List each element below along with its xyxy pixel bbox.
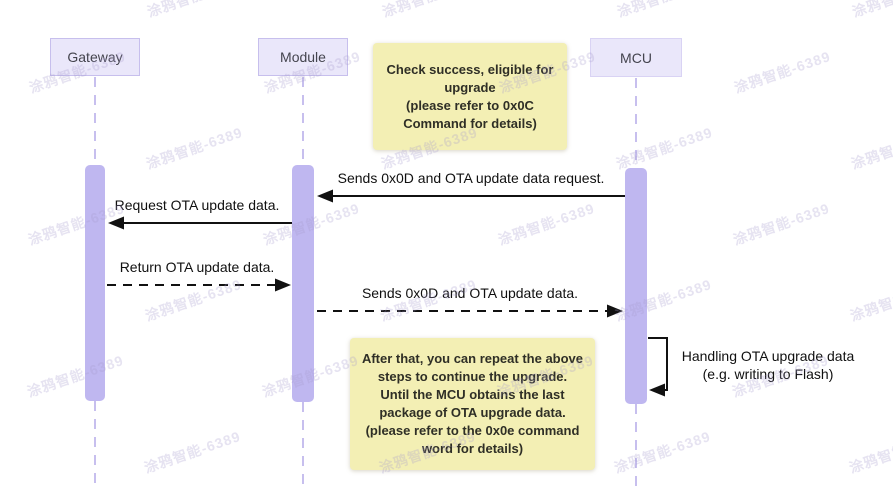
note-line: upgrade: [444, 79, 496, 95]
arrowhead-left-icon: [649, 383, 665, 397]
note-line: Check success, eligible for: [386, 61, 554, 77]
actor-mcu-label: MCU: [620, 49, 652, 66]
arrowhead-right-icon: [607, 304, 623, 318]
arrowhead-left-icon: [317, 189, 333, 203]
note-line: word for details): [421, 441, 524, 456]
self-message-line-1: Handling OTA upgrade data: [681, 348, 855, 364]
message-label-1: Sends 0x0D and OTA update data request.: [337, 170, 605, 186]
self-message-line-2: (e.g. writing to Flash): [702, 366, 834, 382]
note-check-success: Check success, eligible for upgrade (ple…: [373, 43, 567, 150]
message-label-2: Request OTA update data.: [114, 197, 280, 213]
message-label-4: Sends 0x0D and OTA update data.: [361, 285, 579, 301]
note-line: After that, you can repeat the above: [361, 351, 584, 366]
note-repeat-steps: After that, you can repeat the above ste…: [350, 338, 595, 470]
self-message-label: Handling OTA upgrade data (e.g. writing …: [682, 347, 855, 383]
note-line: steps to continue the upgrade.: [377, 369, 568, 384]
actor-mcu: MCU: [590, 38, 682, 77]
actor-module-label: Module: [280, 49, 326, 65]
note-line: Command for details): [403, 115, 537, 131]
note-line: (please refer to 0x0C: [406, 97, 534, 113]
gateway-activation-bar: [85, 165, 105, 401]
actor-module: Module: [258, 38, 348, 76]
actor-gateway: Gateway: [50, 38, 140, 76]
self-message-loop: [648, 337, 668, 391]
arrowhead-left-icon: [108, 216, 124, 230]
note-line: Until the MCU obtains the last: [380, 387, 565, 402]
arrowhead-right-icon: [275, 278, 291, 292]
mcu-activation-bar: [625, 168, 647, 404]
module-activation-bar: [292, 165, 314, 402]
note-line: package of OTA upgrade data.: [379, 405, 566, 420]
message-label-3: Return OTA update data.: [119, 259, 275, 275]
actor-gateway-label: Gateway: [67, 49, 123, 65]
note-line: (please refer to the 0x0e command: [365, 423, 580, 438]
